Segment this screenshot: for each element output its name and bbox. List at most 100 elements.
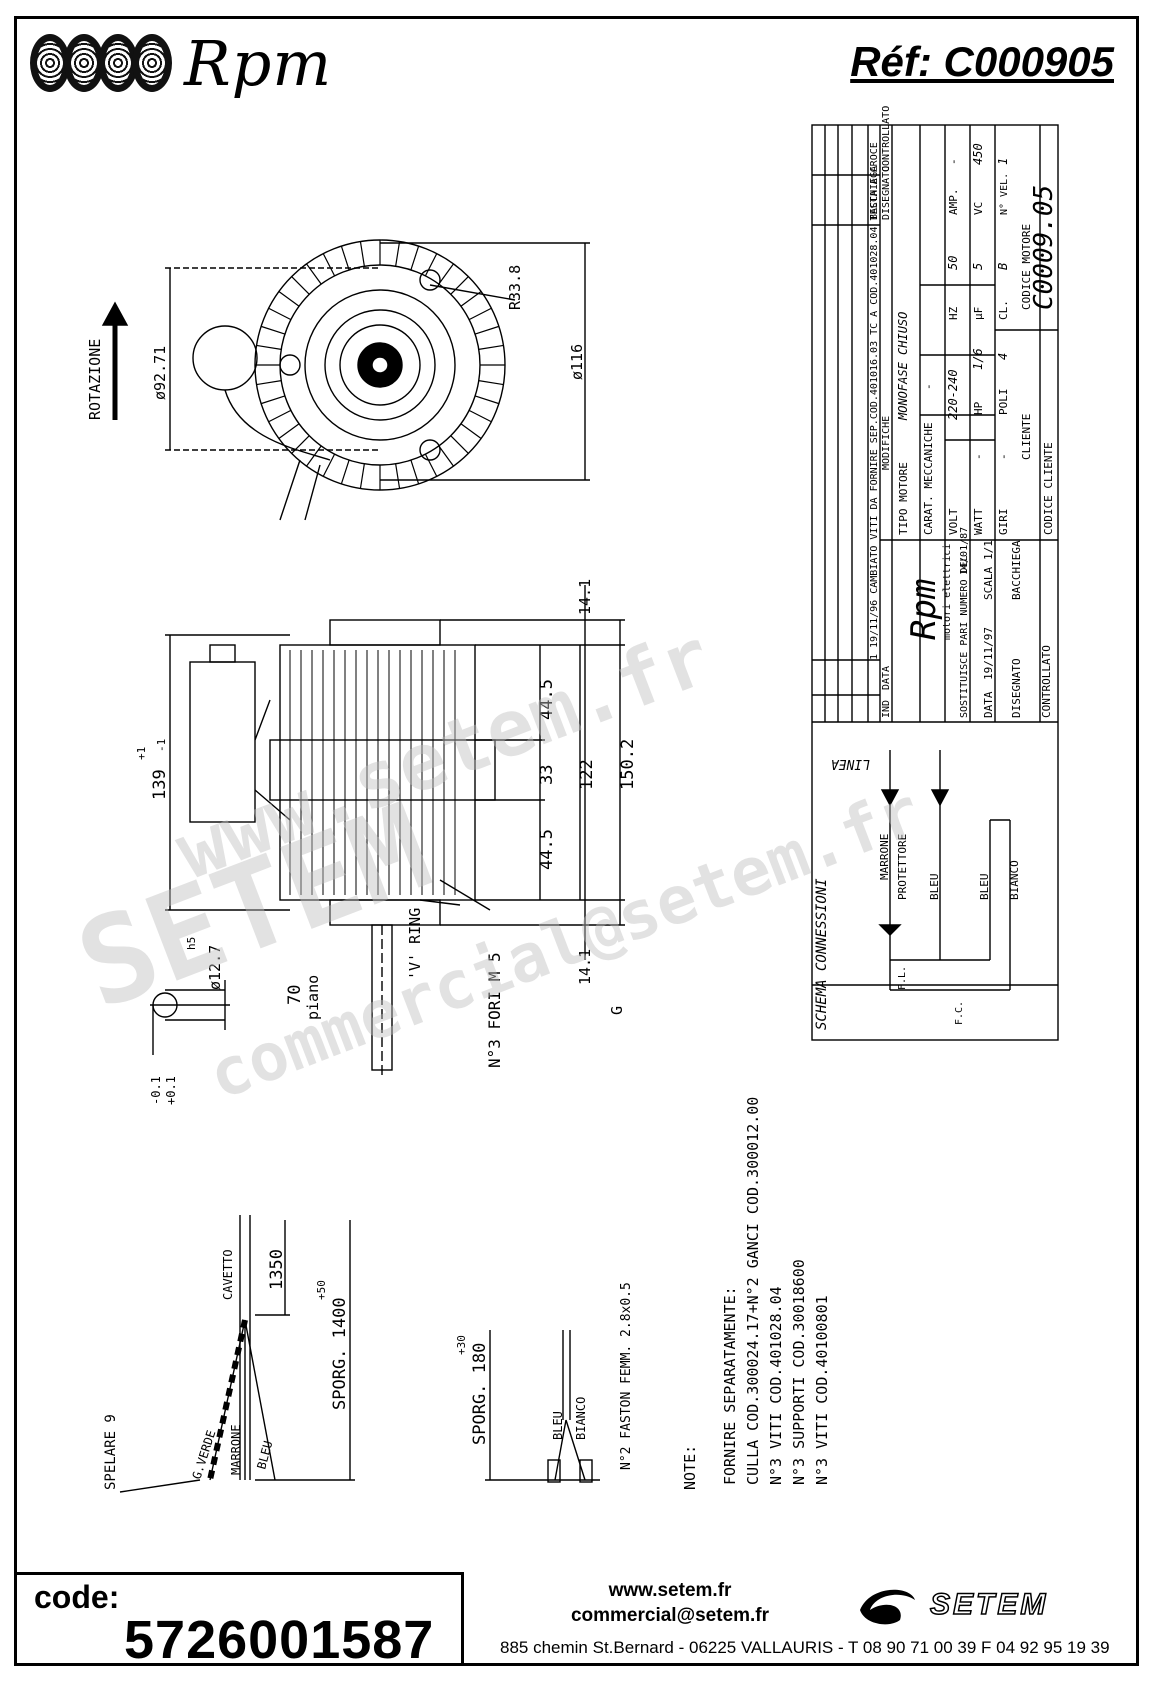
- watt-value: -: [972, 453, 985, 460]
- notes-line-4: N°3 VITI COD.40100801: [813, 1295, 831, 1485]
- code-value: 5726001587: [124, 1610, 435, 1670]
- spelare-label: SPELARE 9: [103, 1414, 119, 1490]
- data-label: DATA: [982, 691, 995, 718]
- codice-motore-label: CODICE MOTORE: [1020, 224, 1033, 310]
- holes-note: N°3 FORI M 5: [485, 952, 504, 1068]
- dim-height-tol-plus: +1: [135, 747, 148, 760]
- vc-value: 450: [971, 143, 985, 165]
- col-data: DATA: [881, 666, 892, 690]
- vc-label: VC: [972, 202, 985, 215]
- col-disegnato: DISEGNATO: [881, 166, 892, 220]
- dim-122: 122: [577, 759, 597, 790]
- setem-swirl-icon: [860, 1589, 915, 1625]
- dim-diameter-small: ø92.71: [151, 346, 169, 400]
- col-modifiche: MODIFICHE: [881, 416, 892, 470]
- rpm-logo: Rpm: [30, 26, 333, 100]
- nvel-value: 1: [996, 158, 1010, 165]
- cl-value: B: [996, 263, 1010, 270]
- schema-protettore: PROTETTORE: [896, 834, 909, 900]
- controllato-label: CONTROLLATO: [1040, 645, 1053, 718]
- right-bleu-label: BLEU: [551, 1411, 565, 1440]
- schema-bleu1: BLEU: [928, 874, 941, 901]
- dim-diameter-large: ø116: [568, 344, 586, 380]
- amp-label: AMP.: [947, 189, 960, 216]
- hz-label: HZ: [947, 306, 960, 320]
- website-link[interactable]: www.setem.fr: [608, 1580, 732, 1601]
- shaft-fit: h5: [185, 937, 198, 950]
- tipo-motore-label: TIPO MOTORE: [897, 462, 910, 535]
- dim-44-5-bottom: 44.5: [537, 829, 557, 870]
- scala-value: 1/1: [982, 540, 995, 560]
- volt-label: VOLT: [947, 508, 960, 535]
- right-bianco-label: BIANCO: [574, 1397, 588, 1440]
- ring-note: 'V' RING: [406, 908, 424, 980]
- schema-marrone: MARRONE: [878, 834, 891, 880]
- dim-height-tol-minus: -1: [155, 739, 168, 752]
- tipo-motore-value: MONOFASE CHIUSO: [896, 312, 910, 421]
- code-box: code: 5726001587: [14, 1572, 464, 1670]
- uf-label: μF: [972, 307, 985, 320]
- cl-label: CL.: [997, 300, 1010, 320]
- cavetto-label: CAVETTO: [221, 1249, 235, 1300]
- schema-bleu2: BLEU: [978, 874, 991, 901]
- schema-fc: F.C.: [954, 1001, 965, 1025]
- dim-14-1-top: 14.1: [576, 579, 594, 615]
- dim-44-5-top: 44.5: [537, 679, 557, 720]
- schema-bianco: BIANCO: [1008, 860, 1021, 900]
- schema-title: SCHEMA CONNESSIONI: [814, 878, 830, 1030]
- notes-line-0: FORNIRE SEPARATAMENTE:: [721, 1286, 739, 1485]
- codice-motore-value: C0009.05: [1029, 185, 1059, 310]
- note-label: NOTE:: [681, 1445, 699, 1490]
- disegnato-label: DISEGNATO: [1010, 658, 1023, 718]
- disegnato-value: BACCHIEGA: [1010, 540, 1023, 600]
- dim-14-1-bottom: 14.1: [576, 949, 594, 985]
- linea-label: LINEA: [831, 756, 870, 771]
- notes-line-2: N°3 VITI COD.401028.04: [767, 1286, 785, 1485]
- setem-brand: SETEM: [929, 1587, 1049, 1622]
- tb-brand: Rpm: [904, 579, 944, 640]
- poli-value: 4: [996, 353, 1010, 360]
- col-ind: IND: [881, 700, 892, 718]
- rpm-brand: Rpm: [184, 26, 333, 100]
- email-link[interactable]: commercial@setem.fr: [570, 1605, 770, 1626]
- nvel-label: N° VEL.: [999, 173, 1010, 215]
- contact-block: www.setem.fr commercial@setem.fr: [540, 1578, 800, 1628]
- schema-fl: F.L.: [897, 966, 908, 990]
- codice-cliente-label: CODICE CLIENTE: [1042, 442, 1055, 535]
- notes-line-1: CULLA COD.300024.17+N°2 GANCI COD.300012…: [744, 1097, 762, 1485]
- shaft-flat: piano: [304, 975, 322, 1020]
- hz-value: 50: [946, 256, 960, 270]
- faston-label: N°2 FASTON FEMM. 2.8x0.5: [619, 1282, 634, 1470]
- giri-value: -: [997, 453, 1010, 460]
- scala-label: SCALA: [982, 567, 995, 600]
- poli-label: POLI: [997, 389, 1010, 416]
- mod-person: BACCHIEGA: [869, 166, 880, 220]
- hp-value: 1/6: [971, 348, 985, 370]
- hp-label: HP: [972, 401, 985, 415]
- notes-line-3: N°3 SUPPORTI COD.30018600: [790, 1259, 808, 1485]
- rotation-label: ROTAZIONE: [86, 339, 104, 420]
- carat-value: -: [922, 383, 935, 390]
- left-sporg: SPORG. 1400: [330, 1297, 350, 1410]
- mod-row: 1 19/11/96 CAMBIATO VITI DA FORNIRE SEP.…: [869, 142, 880, 660]
- right-sporg: SPORG. 180: [470, 1343, 490, 1445]
- dim-33: 33: [537, 765, 557, 785]
- reference-title: Réf: C000905: [850, 38, 1114, 85]
- data-value: 19/11/97: [982, 627, 995, 680]
- cliente-label: CLIENTE: [1020, 414, 1033, 460]
- right-sporg-tol: +30: [455, 1335, 468, 1355]
- dim-radius: R33.8: [506, 265, 524, 310]
- left-sporg-tol: +50: [315, 1280, 328, 1300]
- tb-brand-sub: motori elettrici: [942, 544, 953, 640]
- uf-value: 5: [971, 263, 985, 270]
- g-label: G: [608, 1006, 626, 1015]
- marrone-label: MARRONE: [229, 1424, 243, 1475]
- col-controllato: CONTROLLATO: [881, 106, 892, 172]
- drawing-sheet: [14, 16, 1139, 1666]
- dim-1350: 1350: [267, 1249, 287, 1290]
- address: 885 chemin St.Bernard - 06225 VALLAURIS …: [500, 1638, 1110, 1657]
- carat-label: CARAT. MECCANICHE: [922, 422, 935, 535]
- dim-height: 139: [150, 769, 170, 800]
- shaft-diameter: ø12.7: [206, 945, 224, 990]
